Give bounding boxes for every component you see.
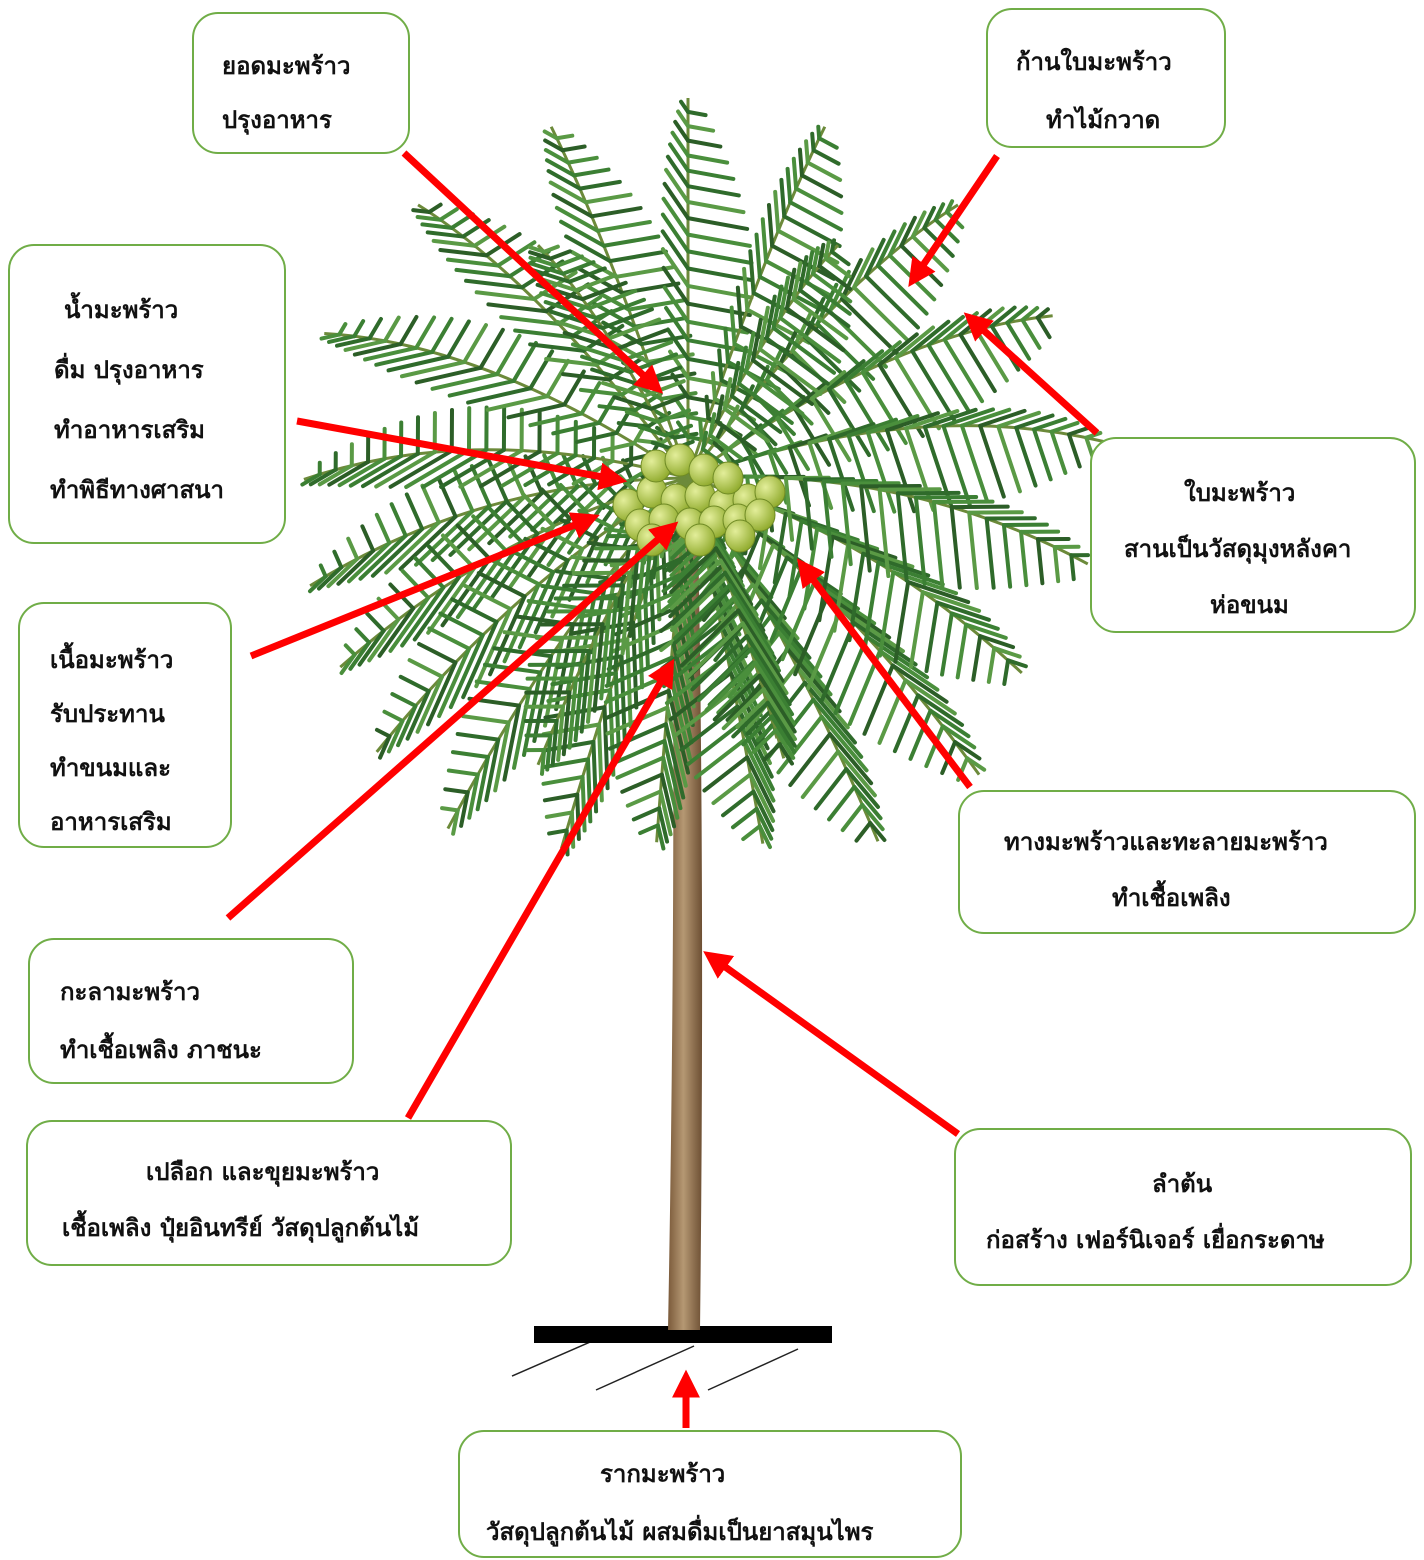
- arrow-leaf: [963, 312, 1100, 436]
- label-shoot: ยอดมะพร้าว ปรุงอาหาร: [192, 12, 410, 154]
- label-frond-line-1: ทางมะพร้าวและทะลายมะพร้าว: [1004, 828, 1328, 856]
- label-leaf-line-2: สานเป็นวัสดุมุงหลังคา: [1124, 535, 1352, 563]
- coconut: [684, 523, 716, 557]
- label-meat-line-4: อาหารเสริม: [50, 808, 172, 836]
- ground-lines: [511, 1341, 799, 1391]
- label-meat: เนื้อมะพร้าว รับประทาน ทำขนมและ อาหารเสร…: [18, 602, 232, 848]
- arrow-petiole: [908, 154, 1000, 287]
- label-shell: กะลามะพร้าว ทำเชื้อเพลิง ภาชนะ: [28, 938, 354, 1084]
- label-root-line-2: วัสดุปลูกต้นไม้ ผสมดื่มเป็นยาสมุนไพร: [486, 1518, 874, 1546]
- label-leaf: ใบมะพร้าว สานเป็นวัสดุมุงหลังคา ห่อขนม: [1090, 437, 1416, 633]
- label-leaf-line-3: ห่อขนม: [1210, 591, 1289, 619]
- label-frond-line-2: ทำเชื้อเพลิง: [1112, 884, 1231, 912]
- arrow-frond: [796, 558, 973, 790]
- arrow-husk: [404, 658, 675, 1120]
- label-trunk-line-2: ก่อสร้าง เฟอร์นิเจอร์ เยื่อกระดาษ: [986, 1226, 1325, 1254]
- label-petiole-line-1: ก้านใบมะพร้าว: [1016, 48, 1172, 76]
- label-meat-line-3: ทำขนมและ: [50, 754, 171, 782]
- label-water: น้ำมะพร้าว ดื่ม ปรุงอาหาร ทำอาหารเสริม ท…: [8, 244, 286, 544]
- label-trunk-line-1: ลำต้น: [1152, 1170, 1213, 1198]
- label-husk-line-1: เปลือก และขุยมะพร้าว: [146, 1158, 380, 1186]
- label-meat-line-2: รับประทาน: [50, 700, 165, 728]
- coconut: [712, 461, 744, 495]
- coconut: [724, 519, 756, 553]
- arrow-shell: [225, 521, 679, 921]
- arrows: [225, 150, 1100, 1428]
- label-petiole: ก้านใบมะพร้าว ทำไม้กวาด: [986, 8, 1226, 148]
- coconut-cluster: [612, 443, 786, 557]
- label-frond: ทางมะพร้าวและทะลายมะพร้าว ทำเชื้อเพลิง: [958, 790, 1416, 934]
- arrow-trunk: [703, 951, 961, 1137]
- label-water-line-3: ทำอาหารเสริม: [54, 416, 205, 444]
- frond: [687, 407, 1104, 514]
- arrow-meat: [249, 512, 600, 660]
- label-water-line-2: ดื่ม ปรุงอาหาร: [54, 356, 204, 384]
- label-water-line-4: ทำพิธีทางศาสนา: [50, 476, 225, 504]
- arrow-water: [296, 417, 628, 491]
- label-husk: เปลือก และขุยมะพร้าว เชื้อเพลิง ปุ๋ยอินท…: [26, 1120, 512, 1266]
- label-petiole-line-2: ทำไม้กวาด: [1046, 106, 1161, 134]
- label-root: รากมะพร้าว วัสดุปลูกต้นไม้ ผสมดื่มเป็นยา…: [458, 1430, 962, 1558]
- label-shell-line-2: ทำเชื้อเพลิง ภาชนะ: [60, 1036, 262, 1064]
- label-shoot-line-1: ยอดมะพร้าว: [222, 52, 351, 80]
- label-leaf-line-1: ใบมะพร้าว: [1184, 479, 1296, 507]
- label-husk-line-2: เชื้อเพลิง ปุ๋ยอินทรีย์ วัสดุปลูกต้นไม้: [62, 1214, 420, 1242]
- label-root-line-1: รากมะพร้าว: [600, 1460, 726, 1488]
- frond: [319, 315, 689, 480]
- frond: [660, 98, 755, 479]
- frond: [686, 238, 853, 479]
- frond: [687, 474, 1090, 591]
- arrow-shoot: [401, 150, 664, 394]
- label-shell-line-1: กะลามะพร้าว: [60, 978, 200, 1006]
- coconut: [744, 498, 776, 532]
- ground-base-bar: [534, 1326, 832, 1343]
- label-trunk: ลำต้น ก่อสร้าง เฟอร์นิเจอร์ เยื่อกระดาษ: [954, 1128, 1412, 1286]
- label-water-line-1: น้ำมะพร้าว: [64, 296, 179, 324]
- label-shoot-line-2: ปรุงอาหาร: [222, 106, 332, 134]
- label-meat-line-1: เนื้อมะพร้าว: [50, 646, 174, 674]
